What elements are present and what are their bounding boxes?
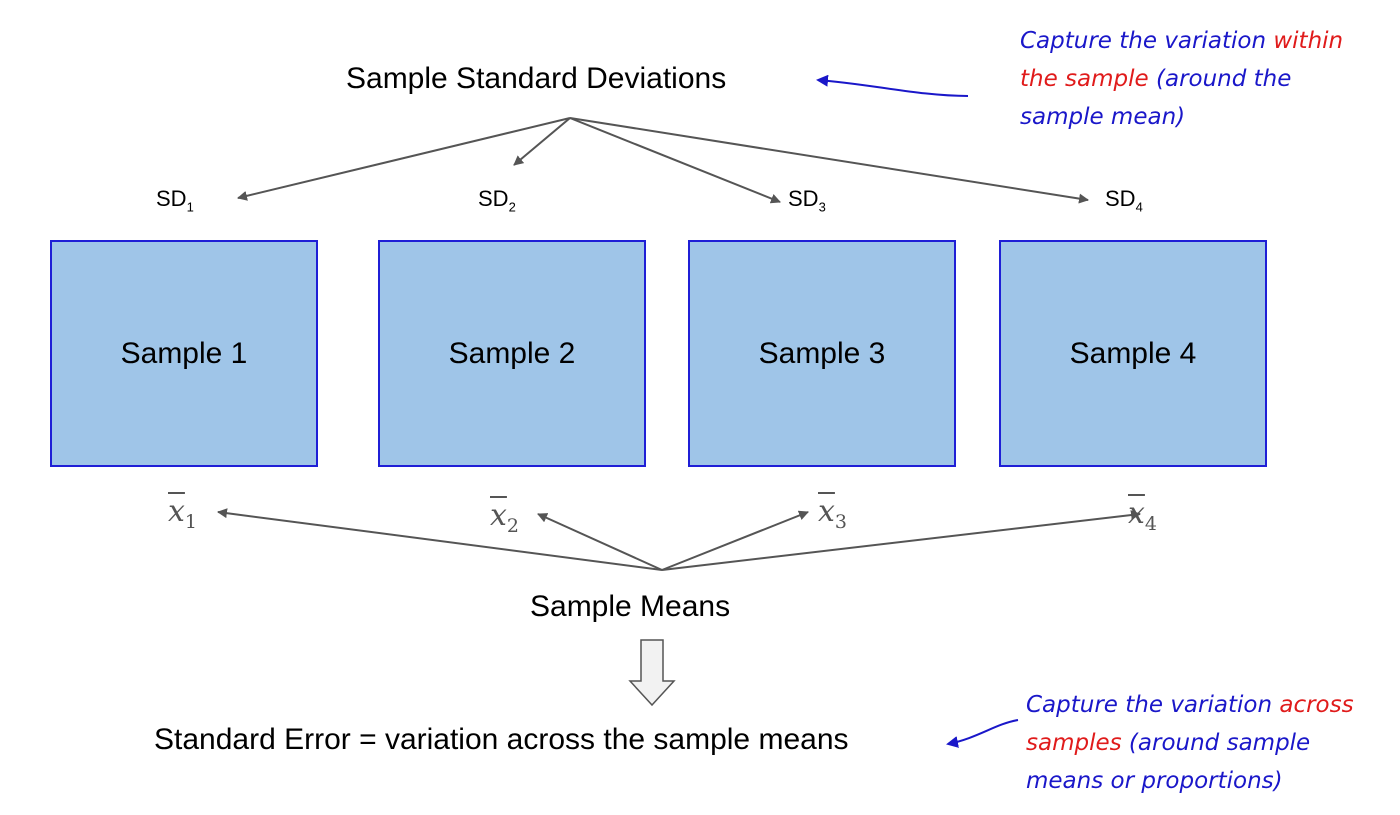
sample-box-1: Sample 1	[50, 240, 318, 467]
sample-label-1: Sample 1	[120, 336, 248, 370]
top-title: Sample Standard Deviations	[346, 62, 727, 95]
arrow-to-mean3	[661, 510, 809, 571]
note-bottom: Capture the variation across samples (ar…	[1026, 692, 1354, 794]
mean-label-4: x4	[1128, 496, 1158, 535]
mean-label-3: x3	[818, 494, 848, 533]
sample-box-4: Sample 4	[999, 240, 1267, 467]
sample-box-2: Sample 2	[378, 240, 646, 467]
sd-label-3: SD3	[788, 186, 826, 215]
arrow-to-mean2	[537, 513, 663, 571]
sd-label-4: SD4	[1105, 186, 1143, 215]
note-top: Capture the variation within the sample …	[1020, 28, 1344, 130]
means-title: Sample Means	[530, 590, 731, 623]
arrow-to-mean4	[661, 510, 1141, 571]
sample-label-4: Sample 4	[1069, 336, 1197, 370]
mean-label-2: x2	[490, 498, 520, 537]
down-block-arrow	[628, 639, 676, 707]
arrow-to-sd2	[513, 117, 571, 166]
sample-label-2: Sample 2	[448, 336, 576, 370]
arrow-to-sd4	[569, 117, 1089, 204]
sd-label-1: SD1	[156, 186, 194, 215]
note-bottom-arrow	[946, 719, 1019, 748]
arrow-to-mean1	[217, 508, 663, 571]
note-top-arrow	[816, 74, 969, 97]
sd-label-2: SD2	[478, 186, 516, 215]
arrow-to-sd1	[237, 117, 571, 201]
mean-label-1: x1	[168, 494, 198, 533]
sample-box-3: Sample 3	[688, 240, 956, 467]
sample-label-3: Sample 3	[758, 336, 886, 370]
arrow-to-sd3	[569, 117, 781, 204]
bottom-title: Standard Error = variation across the sa…	[154, 723, 849, 756]
